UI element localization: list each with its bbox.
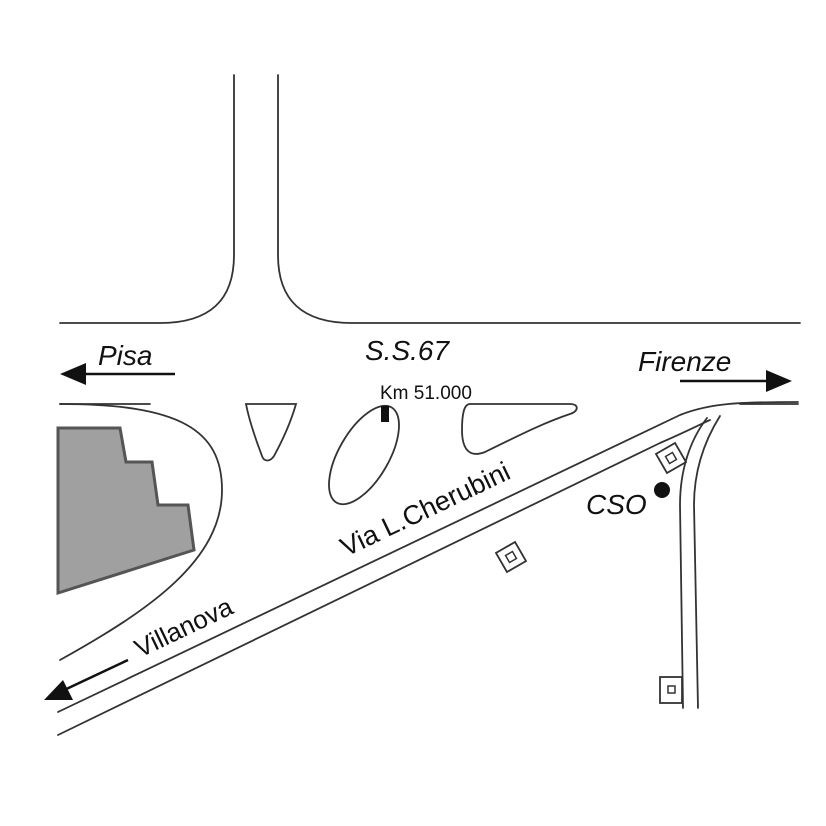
small-building-icon (659, 676, 683, 704)
pisa-label: Pisa (98, 340, 152, 371)
firenze-label: Firenze (638, 346, 731, 377)
small-building-icon (654, 441, 688, 475)
km-marker-icon (381, 406, 389, 422)
road-number-label: S.S.67 (365, 335, 450, 366)
cso-location-dot (654, 482, 670, 498)
street-name-label: Via L.Cherubini (336, 456, 515, 562)
traffic-island-ellipse (328, 404, 400, 506)
km-marker-label: Km 51.000 (380, 383, 472, 404)
via-cherubini-road (57, 401, 799, 736)
east-arrow-icon (680, 370, 792, 392)
small-building-icon (494, 540, 528, 574)
south-access-road (679, 415, 721, 709)
traffic-island-triangle (244, 403, 298, 462)
west-curve-road (59, 403, 223, 661)
west-arrow-icon (60, 363, 175, 385)
building-block (56, 426, 196, 596)
southwest-arrow-icon (44, 658, 129, 700)
cso-label: CSO (586, 489, 647, 520)
traffic-island-east (461, 403, 578, 455)
north-road (59, 74, 801, 324)
